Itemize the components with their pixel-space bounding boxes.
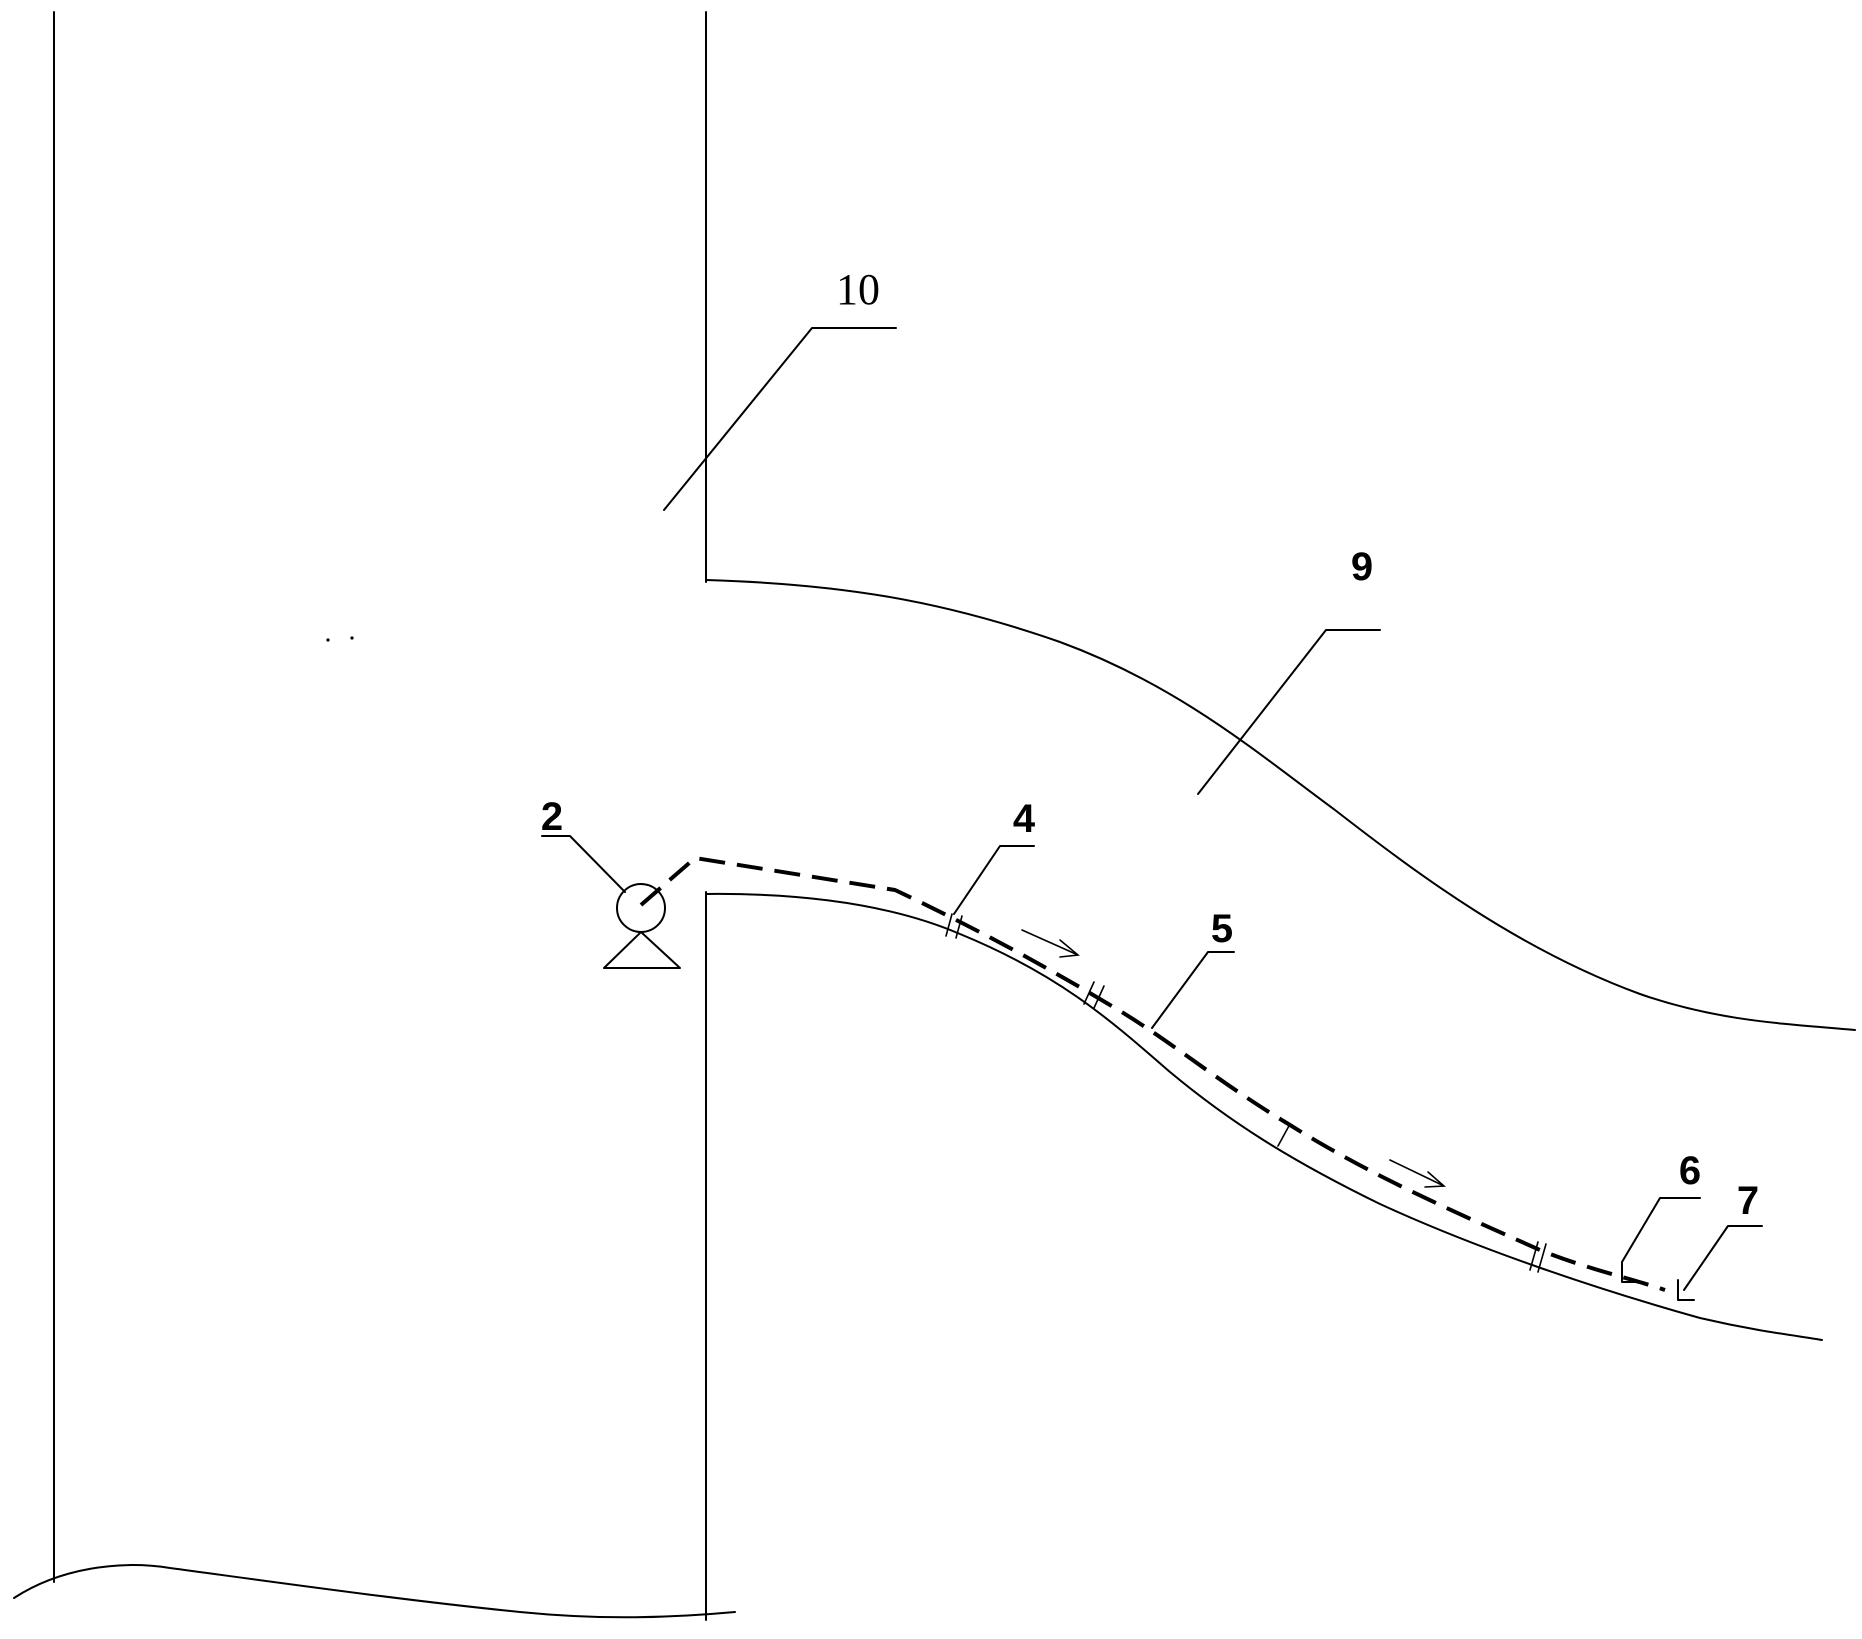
leader-6 <box>1621 1197 1701 1263</box>
leader-2 <box>541 835 626 893</box>
label-10: 10 <box>836 265 880 314</box>
label-7: 7 <box>1737 1179 1759 1223</box>
drain-pipe <box>639 856 1666 1292</box>
leader-9 <box>1197 629 1381 795</box>
stray-dot <box>326 638 330 642</box>
leader-10 <box>663 327 897 511</box>
flow-arrows <box>1021 929 1447 1188</box>
end-fitting-7 <box>1677 1279 1695 1301</box>
label-9: 9 <box>1351 545 1373 589</box>
break-line <box>13 1564 736 1619</box>
label-2: 2 <box>541 795 563 839</box>
leader-lines <box>541 327 1763 1291</box>
pipe-support <box>1277 1123 1291 1147</box>
leader-5 <box>1151 951 1235 1029</box>
pipe-support <box>1083 981 1105 1009</box>
label-6: 6 <box>1679 1149 1701 1193</box>
tunnel-lower-wall <box>705 892 1823 1341</box>
pipe-support <box>1529 1241 1547 1273</box>
label-5: 5 <box>1211 907 1233 951</box>
pipe-supports <box>945 913 1547 1273</box>
leader-7 <box>1683 1225 1763 1291</box>
end-fitting-6 <box>1621 1261 1641 1283</box>
label-4: 4 <box>1013 797 1036 841</box>
leader-4 <box>953 845 1035 915</box>
flow-arrow-icon <box>1389 1159 1447 1188</box>
pipe-support <box>945 913 963 939</box>
pump-icon <box>603 883 681 969</box>
stray-dot <box>350 636 354 640</box>
tunnel-upper-wall <box>705 579 1856 1031</box>
flow-arrow-icon <box>1021 929 1080 958</box>
